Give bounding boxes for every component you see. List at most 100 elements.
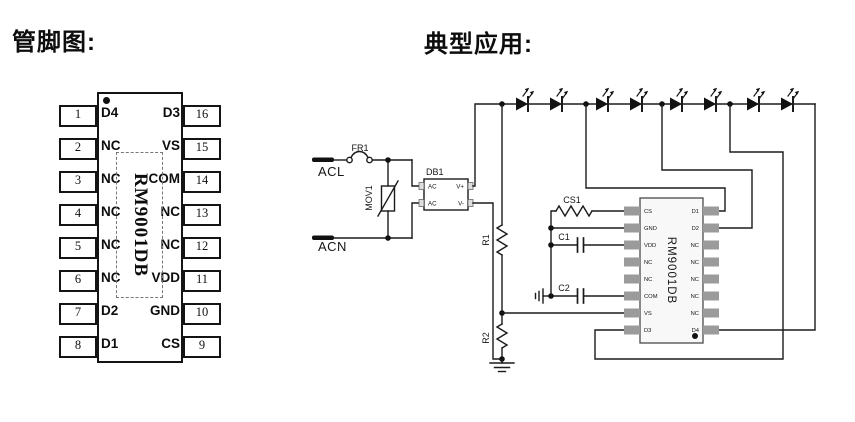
c1-label: C1 [558,232,570,242]
dip-inner-dashed-box [116,152,163,298]
pin-label-d3: D3 [162,105,180,120]
pin-label-d2: D2 [101,303,119,318]
led-4 [629,86,650,112]
pin-number-10: 10 [183,303,221,325]
chip-pin-label: D1 [692,209,699,215]
fuse-fr1: FR1 [333,143,413,164]
pin-label-nc3: NC [101,171,121,186]
chip-pin-d2 [703,223,719,233]
pin-number-1: 1 [59,105,97,127]
pin-number-15: 15 [183,138,221,160]
acl-label: ACL [318,164,345,179]
ac-input-wires [333,159,420,239]
pin-label-nc2: NC [101,138,121,153]
resistor-cs1: CS1 [550,195,625,297]
led-string [515,86,801,112]
pin-number-7: 7 [59,303,97,325]
led-2 [549,86,570,112]
d1-wire [585,103,726,212]
fr1-label: FR1 [351,143,368,153]
chip-pin-label: NC [644,277,652,283]
led-7 [746,86,767,112]
led-tap-wires [585,103,816,360]
pin-number-3: 3 [59,171,97,193]
chip-pin-label: COM [644,294,658,300]
pin-number-9: 9 [183,336,221,358]
resistor-r2: R2 [481,312,509,360]
acl-terminal [312,157,334,162]
pin-label-d4: D4 [101,105,119,120]
pin-label-nc5: NC [101,237,121,252]
pin-number-8: 8 [59,336,97,358]
pin-number-13: 13 [183,204,221,226]
pin-label-vs: VS [161,138,180,153]
chip-pin-d1 [703,206,719,216]
bridge-rectifier-db1: DB1 AC AC V+ V- [418,167,474,211]
d3-wire [594,103,784,360]
pin-label-gnd: GND [150,303,180,318]
chip-pin-nc [703,291,719,301]
chip-pin-label: NC [644,260,652,266]
pin-label-nc6: NC [101,270,121,285]
d2-wire [661,103,753,229]
chip-pin1-dot [692,333,698,339]
capacitor-c1: C1 [550,232,625,253]
chip-pin-nc [703,308,719,318]
chip-pin-nc [624,274,640,284]
chip-pin-label: D2 [692,226,699,232]
chip-pin-label: D3 [644,328,651,334]
chip-pin-gnd [624,223,640,233]
pin-number-12: 12 [183,237,221,259]
pin-label-d1: D1 [101,336,119,351]
chip-pin-cs [624,206,640,216]
mov1-label: MOV1 [364,185,374,211]
led-5 [669,86,690,112]
chip-pin-com [624,291,640,301]
junction-dot [548,242,554,248]
application-chip: CS GND VDD NC NC COM VS D3 D1 D2 NC NC N… [624,197,719,344]
db1-label: DB1 [426,167,444,177]
r2-label: R2 [481,332,491,344]
dip-body-outline [97,92,183,363]
chip-pin-vs [624,308,640,318]
cs1-label: CS1 [563,195,581,205]
chip-pin-label: GND [644,226,657,232]
pin-number-2: 2 [59,138,97,160]
varistor-mov1: MOV1 [364,159,399,239]
resistor-r1: R1 [481,103,509,314]
chip-pin-label: D4 [692,328,700,334]
led-8 [780,86,801,112]
junction-dot [548,293,554,299]
d4-wire [718,103,816,331]
app-chip-name: RM9001DB [665,237,677,304]
capacitor-c2: C2 [550,283,625,304]
pin1-indicator-dot [103,97,110,104]
chip-pin-label: NC [691,277,699,283]
pin-label-nc4: NC [101,204,121,219]
chip-pin-label: CS [644,209,652,215]
db1-vplus: V+ [456,184,464,191]
r1-label: R1 [481,234,491,246]
dc-rail-wires [472,103,816,360]
pin-label-vdd: VDD [151,270,180,285]
db1-ac-bottom: AC [428,201,437,208]
pin-number-11: 11 [183,270,221,292]
db1-vminus: V- [458,201,464,208]
chip-body [639,197,704,344]
pin-label-com: COM [148,171,181,186]
chip-pin-label: NC [691,294,699,300]
pinout-title: 管脚图: [12,29,96,56]
led-6 [703,86,724,112]
chip-pin-label: VDD [644,243,656,249]
pin-label-cs: CS [161,336,180,351]
acn-terminal [312,235,334,240]
chip-pin-nc [703,274,719,284]
chip-pin-label: NC [691,260,699,266]
pin-number-5: 5 [59,237,97,259]
c2-label: C2 [558,283,570,293]
pin-label-nc12: NC [160,237,181,252]
pin-number-4: 4 [59,204,97,226]
chip-pin-nc [624,257,640,267]
led-1 [515,86,536,112]
